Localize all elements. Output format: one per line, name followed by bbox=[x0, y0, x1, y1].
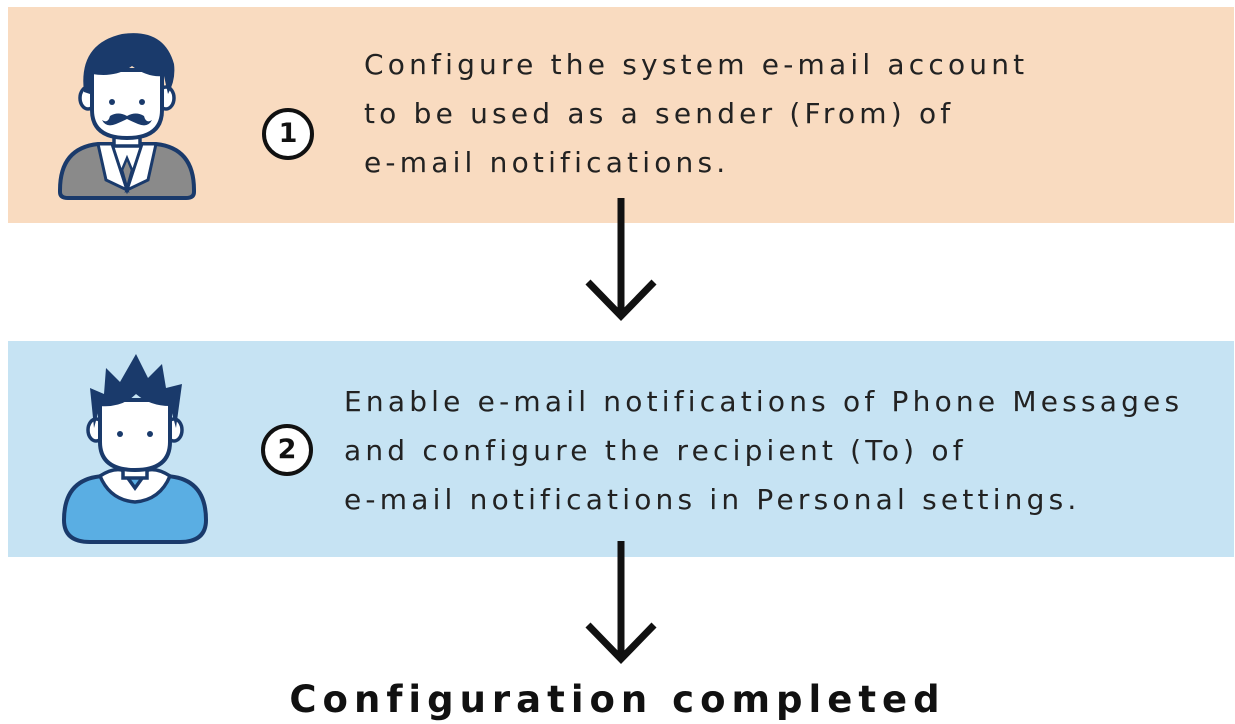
step-1-line: e-mail notifications. bbox=[364, 146, 730, 179]
down-arrow-icon bbox=[585, 541, 657, 665]
hair-shape bbox=[83, 33, 175, 94]
step-number-badge: 1 bbox=[262, 108, 314, 160]
step-1-description: Configure the system e-mail account to b… bbox=[364, 40, 1028, 187]
step-1-line: Configure the system e-mail account bbox=[364, 48, 1029, 81]
mustache-shape bbox=[102, 113, 152, 126]
step-2-line: Enable e-mail notifications of Phone Mes… bbox=[344, 385, 1184, 418]
step-2-line: e-mail notifications in Personal setting… bbox=[344, 483, 1081, 516]
step-1-line: to be used as a sender (From) of bbox=[364, 97, 955, 130]
administrator-avatar-icon bbox=[58, 33, 196, 200]
step-2-line: and configure the recipient (To) of bbox=[344, 434, 967, 467]
completion-label: Configuration completed bbox=[289, 678, 946, 721]
step-2-description: Enable e-mail notifications of Phone Mes… bbox=[344, 377, 1183, 524]
step-number-badge: 2 bbox=[261, 424, 313, 476]
body-shape bbox=[61, 474, 209, 544]
step-2-panel bbox=[8, 341, 1234, 557]
user-avatar-icon bbox=[61, 354, 209, 544]
down-arrow-icon bbox=[585, 198, 657, 322]
hair-shape bbox=[90, 354, 182, 428]
step-1-panel bbox=[8, 7, 1234, 223]
